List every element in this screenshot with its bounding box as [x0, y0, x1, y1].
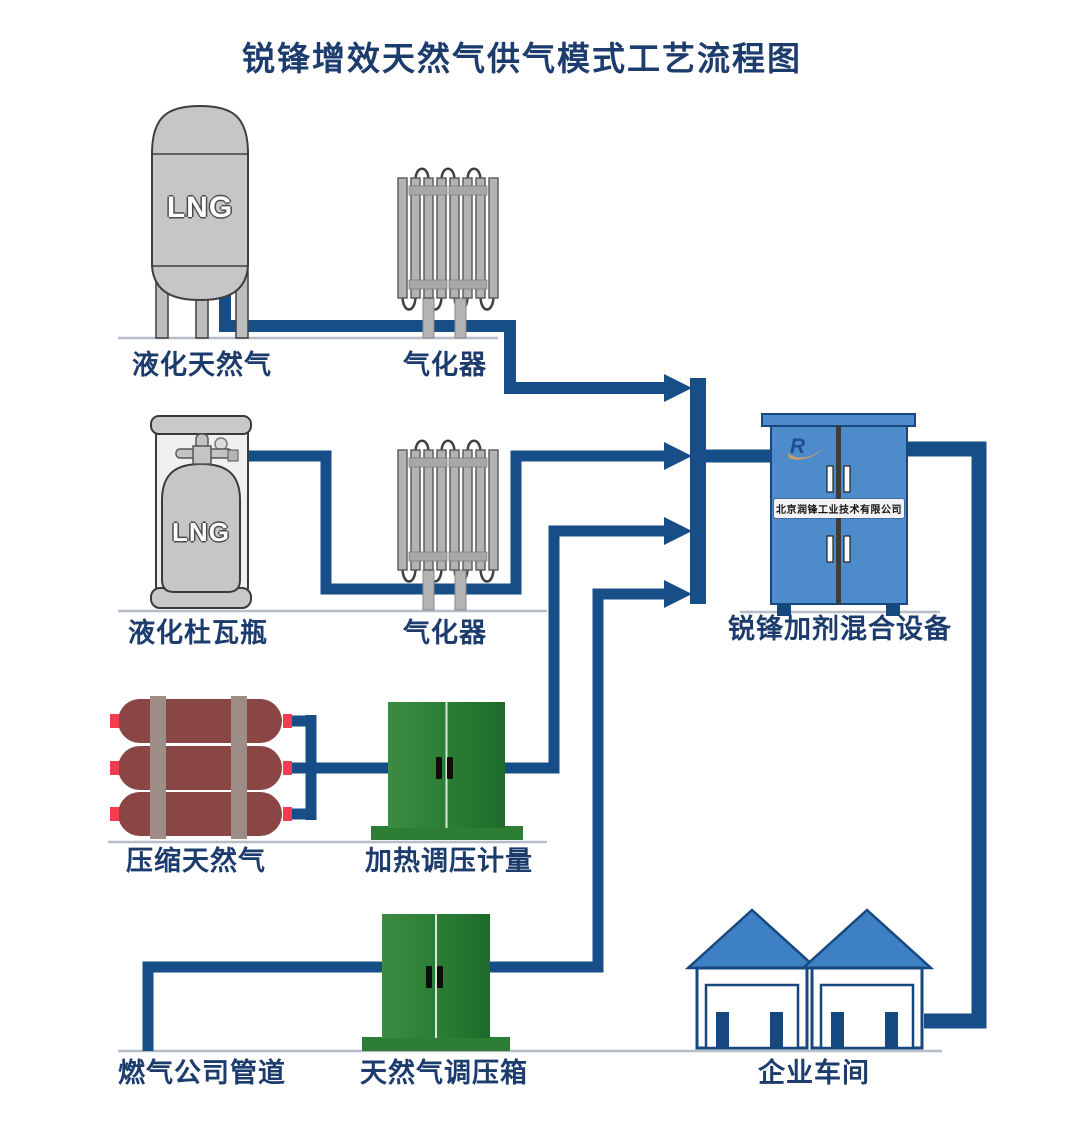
- lng-storage-tank: [151, 104, 249, 339]
- door-handle-icon: [426, 966, 432, 988]
- dewar-lng-text: LNG: [172, 517, 230, 547]
- arrow-icon: [664, 517, 692, 545]
- door-handle-icon: [843, 535, 851, 563]
- label-city-pipeline: 燃气公司管道: [118, 1058, 286, 1088]
- label-cng: 压缩天然气: [126, 846, 266, 876]
- company-name-plate: 北京润锋工业技术有限公司: [774, 499, 904, 518]
- ground-lines: [108, 336, 942, 1053]
- label-mixer-cabinet: 锐锋加剂混合设备: [728, 614, 952, 644]
- pipe-cng-to-header: [287, 525, 666, 820]
- svg-text:R: R: [790, 435, 806, 458]
- label-vaporizer-2: 气化器: [403, 618, 487, 648]
- pipe-lng-tank-to-header: [219, 290, 666, 394]
- pipe-dewar-to-header: [237, 450, 666, 595]
- door-handle-icon: [436, 757, 442, 779]
- arrow-icon: [664, 442, 692, 470]
- ruifeng-logo-icon: R: [787, 435, 824, 460]
- manifold-header: [690, 378, 706, 604]
- door-handle-icon: [447, 757, 453, 779]
- label-lng-tank: 液化天然气: [132, 350, 272, 380]
- pipe-network: [142, 290, 987, 1051]
- label-dewar: 液化杜瓦瓶: [128, 618, 268, 648]
- door-handle-icon: [843, 465, 851, 493]
- heating-regulating-cabinet: [371, 702, 523, 840]
- workshop-buildings: [684, 908, 935, 1050]
- pipe-mixer-to-workshop: [898, 441, 987, 1029]
- gauge-icon: [214, 437, 228, 451]
- label-regulator-cabinet: 天然气调压箱: [360, 1058, 528, 1088]
- door-handle-icon: [826, 535, 834, 563]
- lng-tank-text: LNG: [166, 191, 234, 224]
- door-handle-icon: [437, 966, 443, 988]
- label-vaporizer-1: 气化器: [403, 350, 487, 380]
- pipe-city-gas-to-header: [142, 588, 666, 1051]
- door-handle-icon: [826, 465, 834, 493]
- vaporizer-1: [396, 167, 500, 340]
- dewar-bottle: [150, 415, 252, 609]
- diagram-title: 锐锋增效天然气供气模式工艺流程图: [242, 40, 802, 77]
- gas-regulator-cabinet: [362, 914, 510, 1051]
- label-heating-cabinet: 加热调压计量: [365, 846, 533, 876]
- cng-cylinders: [110, 696, 292, 839]
- roof-icon: [799, 908, 935, 970]
- arrow-icon: [664, 580, 692, 608]
- arrow-icon: [664, 374, 692, 402]
- roof-icon: [684, 908, 820, 970]
- flow-arrows: [664, 374, 692, 608]
- label-workshop: 企业车间: [758, 1058, 870, 1088]
